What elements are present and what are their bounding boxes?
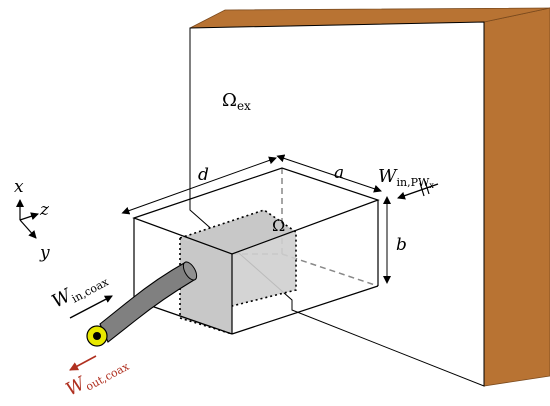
- w-out-coax-label: Wout,coax: [62, 351, 131, 403]
- hidden-edge: [281, 253, 379, 287]
- wall-front-face: [189, 21, 485, 387]
- cavity-box: [132, 167, 380, 335]
- exterior-wall: [189, 7, 550, 387]
- axis-z-label: z: [39, 200, 50, 220]
- w-in-coax-label: Win,coax: [48, 266, 111, 314]
- omega-ex-sub: ex: [237, 99, 251, 113]
- coax-cable: [86, 261, 198, 347]
- axis-x-label: x: [14, 177, 24, 197]
- coordinate-axes: [16, 199, 39, 239]
- w-in-pw-label: Win,PWx: [378, 166, 434, 190]
- dimension-a: [276, 154, 382, 193]
- omega-ex-label: Ωex: [222, 90, 251, 113]
- cavity-plane-omega: [180, 238, 232, 334]
- w-in-coax-arrow: [69, 295, 113, 319]
- dimension-b-label: b: [396, 235, 407, 255]
- w-out-coax-arrow: [69, 355, 97, 371]
- coax-connector-inner: [93, 332, 101, 340]
- wall-side-face: [483, 7, 550, 387]
- w-in-pw-main: W: [378, 166, 398, 187]
- w-in-coax-sub: in,coax: [70, 275, 112, 305]
- w-in-pw-subsub: x: [429, 181, 434, 190]
- dimension-d-label: d: [198, 165, 209, 185]
- w-in-pw-arrow: [397, 180, 439, 200]
- cavity-plane-omega-back: [232, 232, 296, 306]
- axis-y-label: y: [39, 243, 50, 263]
- w-in-pw-sub: in,PW: [397, 176, 431, 189]
- dimension-a-label: a: [334, 163, 344, 183]
- omega-ex-main: Ω: [222, 90, 237, 111]
- omega-label: Ω: [272, 216, 285, 235]
- dimension-d: [121, 156, 277, 215]
- w-out-coax-sub: out,coax: [84, 359, 132, 393]
